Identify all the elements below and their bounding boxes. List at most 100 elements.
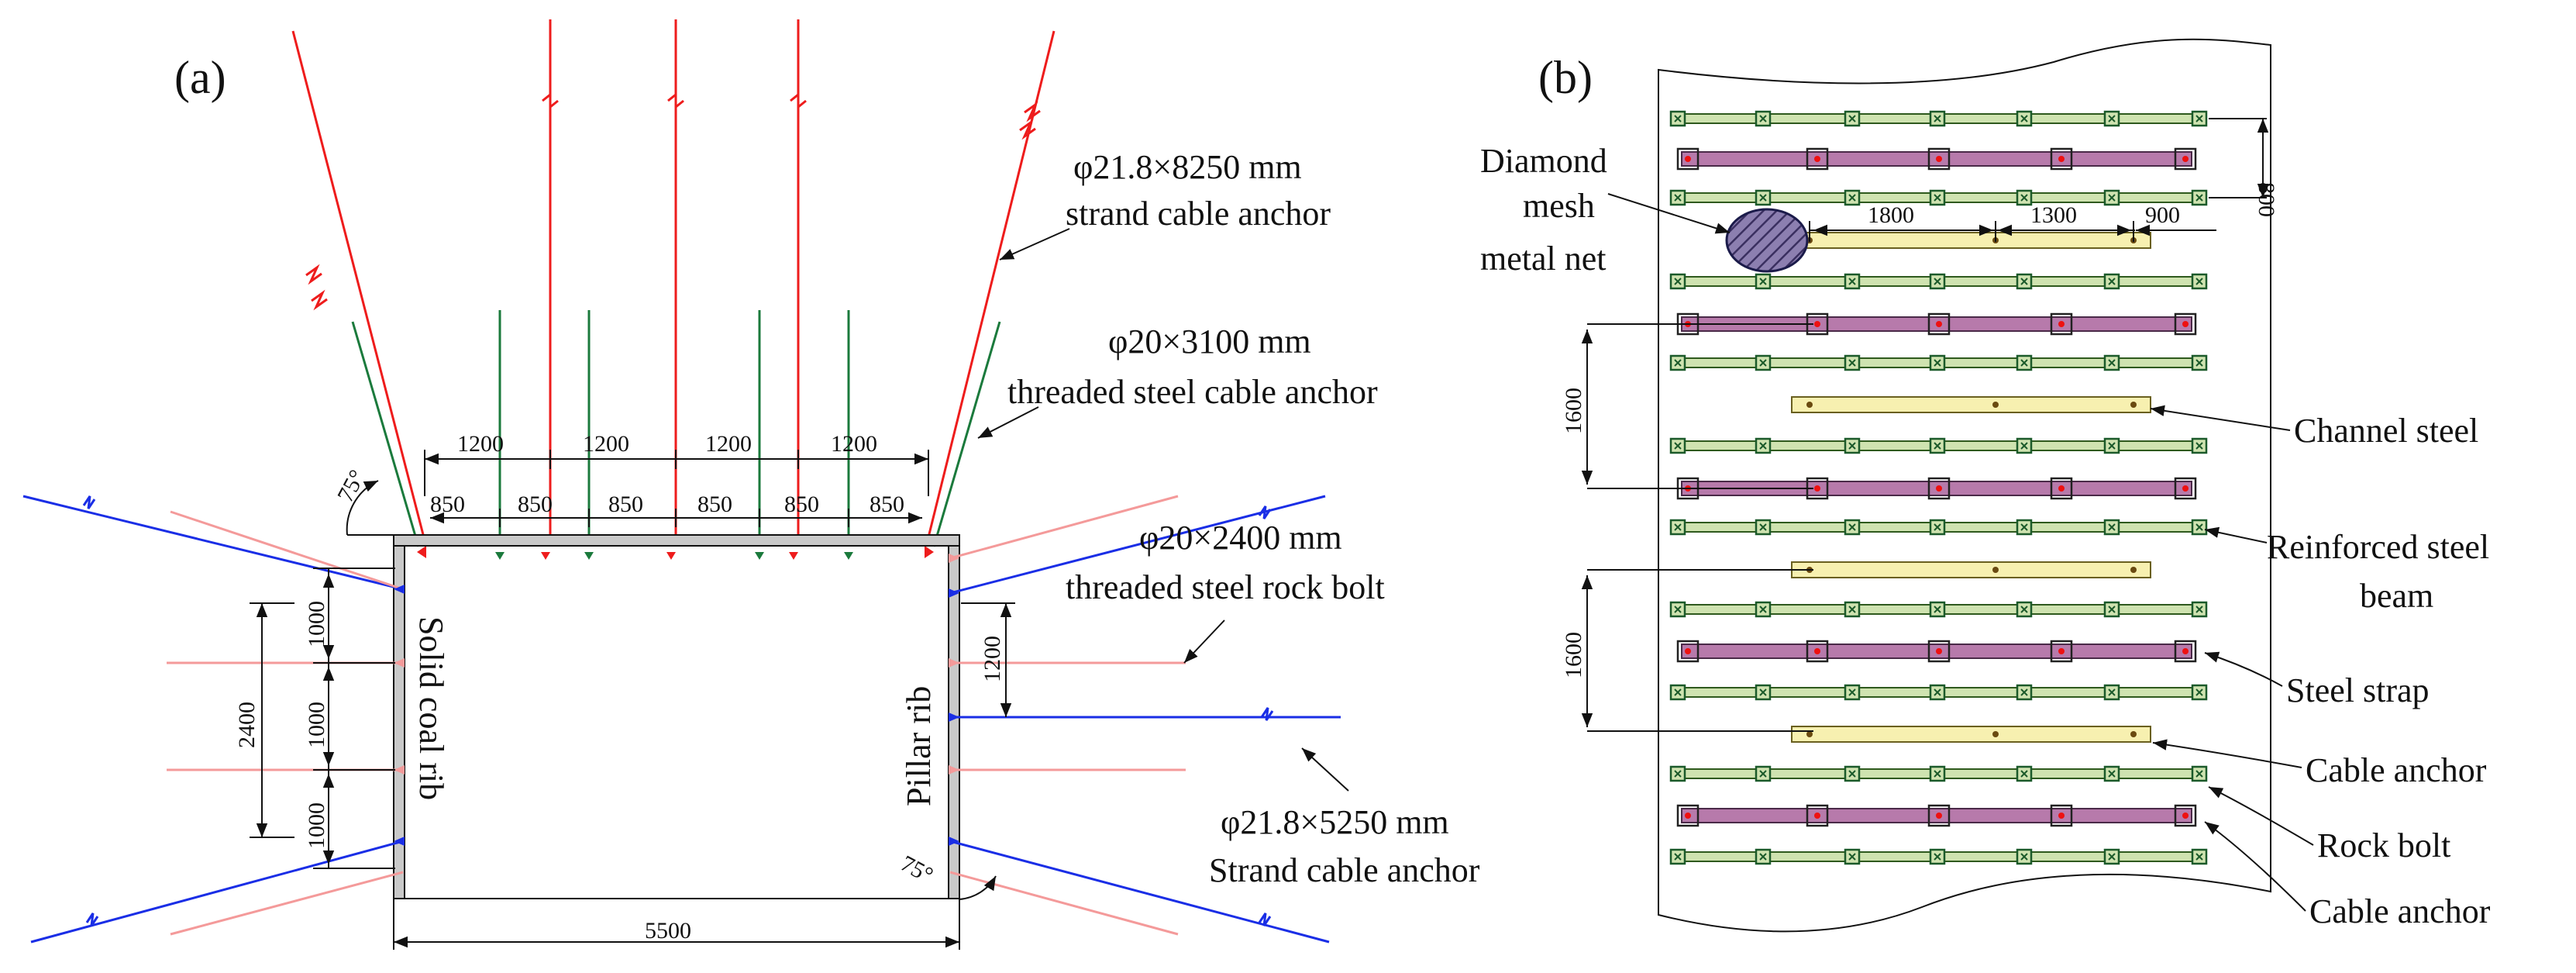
reinforced-beam <box>1669 273 2208 290</box>
roadway-outline <box>393 534 960 899</box>
cable-anchor-node <box>1927 147 1951 171</box>
reinforced-beam-rows <box>1669 110 2208 865</box>
cable-anchor-node <box>1927 640 1951 663</box>
dim-1600-a: 1600 <box>1561 388 1586 434</box>
cable-anchor-node <box>2174 147 2197 171</box>
left-rib-anchors <box>22 495 405 944</box>
cable-anchor-node <box>2174 804 2197 827</box>
cable-anchor-node <box>1676 640 1700 663</box>
channel-anchor-point <box>1992 731 1999 737</box>
reinforced-beam <box>1669 848 2208 865</box>
steel-strap-rows <box>1676 147 2197 827</box>
label-reinforced-2: beam <box>2360 577 2433 615</box>
dim-1200-4: 1200 <box>831 431 877 457</box>
dim-2400: 2400 <box>234 702 260 748</box>
panel-a: (a) <box>22 19 1480 950</box>
cable-anchor-node <box>2050 312 2073 336</box>
channel-steel <box>1791 561 2151 578</box>
channel-anchor-point <box>1992 567 1999 573</box>
channel-anchor-point <box>2130 402 2137 408</box>
cable-anchor-node <box>2050 477 2073 500</box>
dim-5500: 5500 <box>645 918 691 944</box>
top-dimension-1200 <box>424 450 929 496</box>
roof-anchor-heads <box>417 546 934 560</box>
reinforced-beam <box>1669 519 2208 536</box>
callout-rock-bolt-l1: φ20×2400 mm <box>1139 519 1342 557</box>
steel-strap <box>1676 147 2197 171</box>
label-diamond-1: Diamond <box>1480 142 1607 180</box>
channel-anchor-point <box>2130 567 2137 573</box>
threaded-cable-1 <box>351 321 420 547</box>
cable-anchor-node <box>1927 312 1951 336</box>
cable-anchor-node <box>2174 477 2197 500</box>
dim-800: 800 <box>2254 182 2279 217</box>
cable-anchor-node <box>2174 640 2197 663</box>
angle-left-label: 75° <box>332 466 370 507</box>
dim-850-4: 850 <box>697 492 732 517</box>
label-reinforced-1: Reinforced steel <box>2267 528 2489 566</box>
top-strand-cables <box>291 19 1056 547</box>
dim-850-3: 850 <box>608 492 643 517</box>
dim-1000-1: 1000 <box>304 601 329 647</box>
reinforced-beam <box>1669 684 2208 701</box>
channel-anchor-point <box>1806 731 1813 737</box>
cable-anchor-node <box>2174 312 2197 336</box>
pillar-rib-label: Pillar rib <box>900 686 938 806</box>
dim-1200-2: 1200 <box>583 431 629 457</box>
cable-anchor-node <box>2050 147 2073 171</box>
callout-strand-cable-top-l2: strand cable anchor <box>1066 195 1331 233</box>
dim-850-2: 850 <box>518 492 553 517</box>
top-threaded-cables <box>351 310 1001 547</box>
steel-strap <box>1676 804 2197 827</box>
cable-anchor-node <box>1676 804 1700 827</box>
dim-1600-b: 1600 <box>1561 632 1586 678</box>
callout-threaded-cable-l1: φ20×3100 mm <box>1108 323 1311 361</box>
panel-b: (b) 800 180 <box>1480 38 2491 933</box>
top-dimension-850 <box>430 509 922 527</box>
panel-a-label: (a) <box>174 52 226 103</box>
reinforced-beam <box>1669 110 2208 127</box>
strand-cable-1 <box>291 30 428 547</box>
cable-anchor-node <box>2050 804 2073 827</box>
dim-900: 900 <box>2145 202 2180 228</box>
cable-anchor-node <box>1806 147 1829 171</box>
cable-anchor-node <box>1806 804 1829 827</box>
channel-steel <box>1791 232 2151 249</box>
reinforced-beam <box>1669 354 2208 371</box>
left-dimension-2400 <box>250 602 294 838</box>
cable-anchor-node <box>1806 640 1829 663</box>
dims-b <box>1581 118 2269 732</box>
solid-coal-rib-label: Solid coal rib <box>412 616 450 800</box>
dim-850-6: 850 <box>870 492 904 517</box>
label-cable-anchor-1: Cable anchor <box>2306 751 2487 789</box>
dim-1800: 1800 <box>1868 202 1914 228</box>
callout-strand-cable-side-l2: Strand cable anchor <box>1209 851 1480 889</box>
dim-1000-2: 1000 <box>304 702 329 748</box>
reinforced-beam <box>1669 189 2208 206</box>
label-channel-steel: Channel steel <box>2294 412 2478 450</box>
panel-b-label: (b) <box>1538 52 1593 103</box>
threaded-cable-6 <box>932 321 1001 547</box>
dim-850-1: 850 <box>430 492 465 517</box>
dim-1300: 1300 <box>2030 202 2077 228</box>
reinforced-beam <box>1669 601 2208 618</box>
cable-anchor-node <box>2050 640 2073 663</box>
dim-right-1200: 1200 <box>980 636 1005 682</box>
channel-anchor-point <box>1806 402 1813 408</box>
label-cable-anchor-2: Cable anchor <box>2309 892 2491 930</box>
reinforced-beam <box>1669 765 2208 782</box>
channel-anchor-point <box>2130 731 2137 737</box>
right-dimension-1200 <box>961 602 1015 717</box>
channel-anchor-point <box>1992 402 1999 408</box>
cable-anchor-node <box>1927 804 1951 827</box>
callout-rock-bolt-l2: threaded steel rock bolt <box>1066 568 1385 606</box>
callout-leaders-a <box>977 228 1349 792</box>
dim-1000-3: 1000 <box>304 802 329 849</box>
cable-anchor-node <box>1927 477 1951 500</box>
label-diamond-2: mesh <box>1523 187 1595 225</box>
callout-leaders-b <box>1607 193 2314 912</box>
label-diamond-3: metal net <box>1480 240 1607 278</box>
label-steel-strap: Steel strap <box>2286 671 2430 709</box>
callout-strand-cable-top-l1: φ21.8×8250 mm <box>1073 148 1302 186</box>
left-dimension-1000 <box>313 568 395 869</box>
